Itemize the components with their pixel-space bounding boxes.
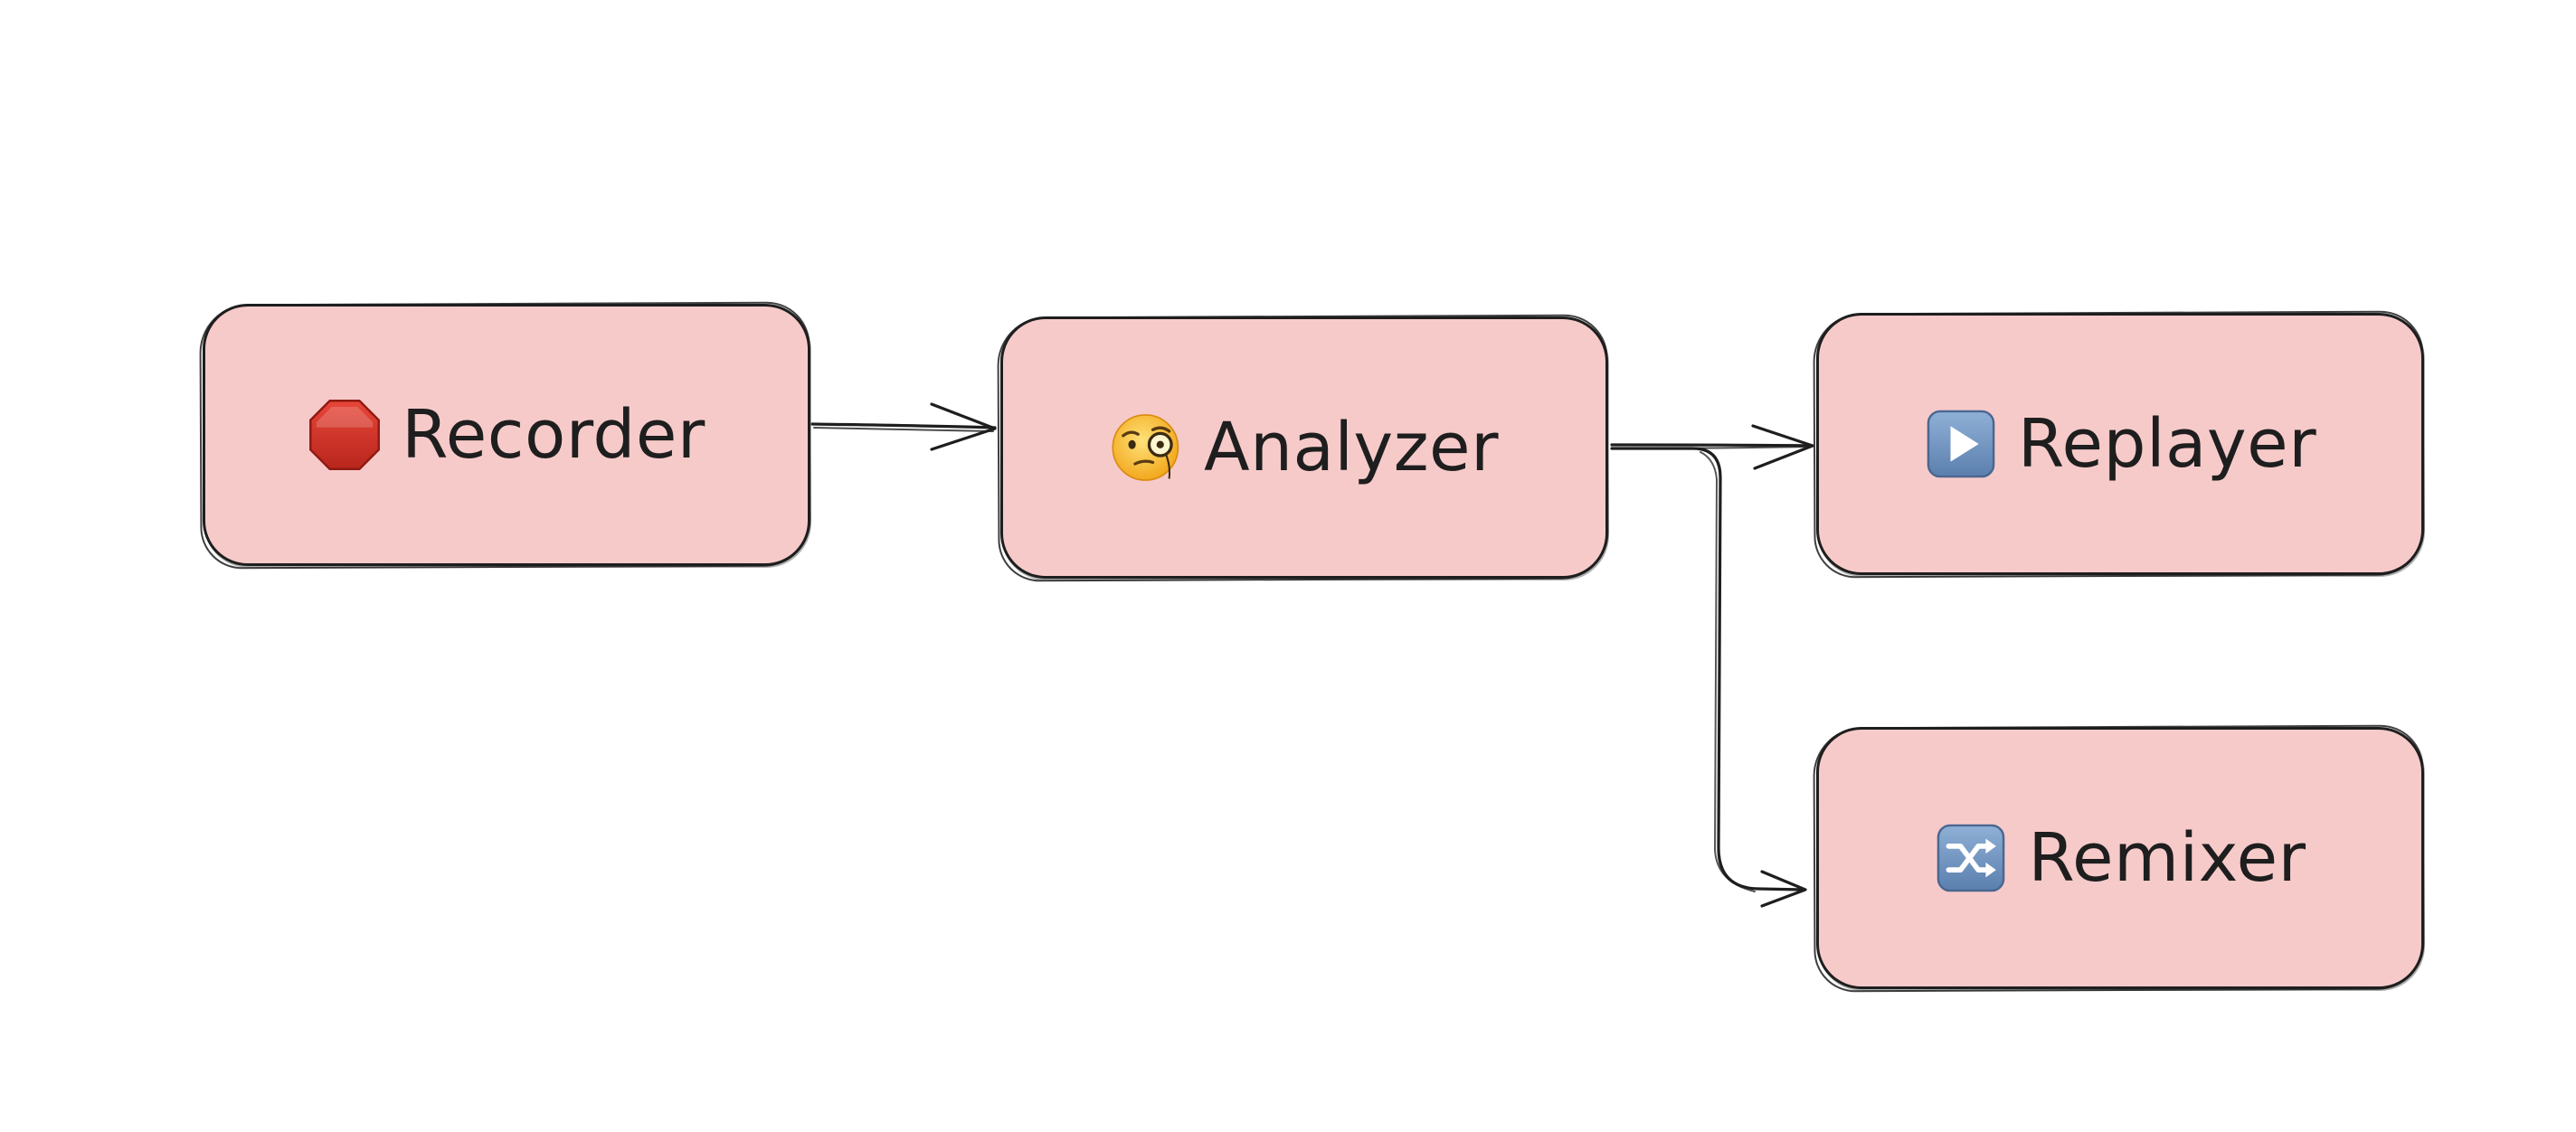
edge-analyzer-remixer <box>1610 447 1807 908</box>
edge-analyzer-remixer-line <box>1610 447 1805 891</box>
shuffle-icon <box>1937 824 2005 892</box>
node-remixer-label: Remixer <box>2028 819 2306 897</box>
node-analyzer-label: Analyzer <box>1203 409 1499 486</box>
stop-sign-icon <box>309 400 381 470</box>
node-replayer-label: Replayer <box>2017 405 2317 483</box>
play-button-icon <box>1927 410 1995 478</box>
edge-recorder-analyzer-line <box>810 422 997 429</box>
face-with-monocle-icon <box>1112 414 1179 481</box>
edge-analyzer-replayer-line <box>1610 443 1814 448</box>
edge-analyzer-replayer-arrowhead <box>1751 424 1814 470</box>
node-recorder-label: Recorder <box>402 396 706 474</box>
edge-recorder-analyzer-line-sketch <box>813 427 994 432</box>
edge-recorder-analyzer-arrowhead <box>930 402 997 451</box>
edge-analyzer-remixer-arrowhead <box>1760 870 1807 908</box>
node-remixer[interactable]: Remixer <box>1816 727 2424 989</box>
node-recorder[interactable]: Recorder <box>203 304 810 566</box>
edge-recorder-analyzer <box>810 402 997 451</box>
node-replayer[interactable]: Replayer <box>1816 313 2424 575</box>
node-analyzer[interactable]: Analyzer <box>1000 316 1608 579</box>
edge-analyzer-remixer-line-sketch <box>1700 451 1756 892</box>
